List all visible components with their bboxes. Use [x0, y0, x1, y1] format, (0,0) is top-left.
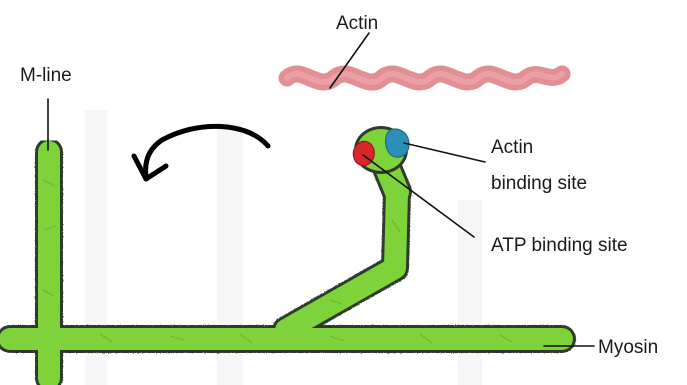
m-line-label: M-line — [20, 64, 72, 87]
actin-binding-site-label-line2: binding site — [491, 172, 587, 195]
actin-label: Actin — [336, 12, 378, 35]
myosin-label: Myosin — [598, 336, 658, 359]
atp-binding-site-label: ATP binding site — [491, 234, 628, 257]
actin-binding-site-label-line1: Actin — [491, 136, 533, 159]
